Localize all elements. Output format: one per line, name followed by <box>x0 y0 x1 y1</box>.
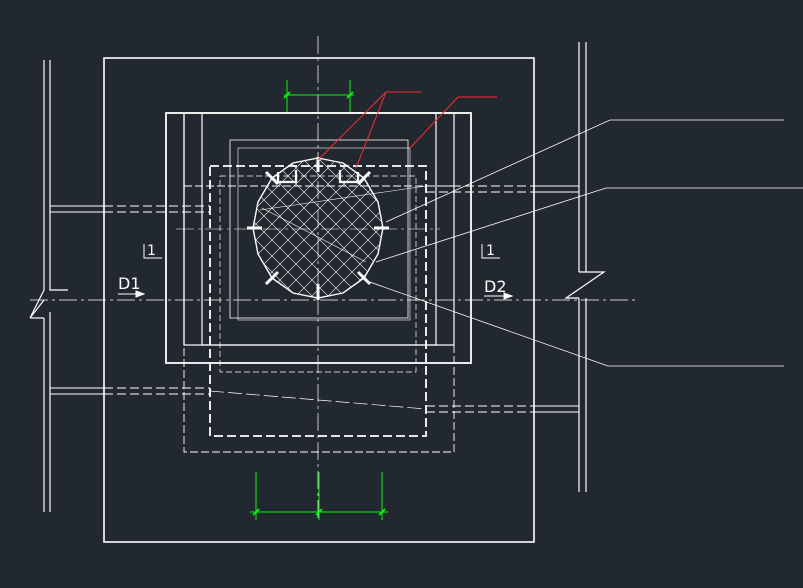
flow-arrow-left <box>118 290 146 298</box>
red-leaders <box>317 91 497 169</box>
pipe-label-d1: D1 <box>118 274 141 293</box>
stirrup-hooks <box>276 170 360 184</box>
pipe-label-d2: D2 <box>484 277 507 296</box>
left-wall <box>29 60 68 512</box>
column-section <box>247 157 389 300</box>
upper-pipe <box>50 185 579 213</box>
section-label-left: 1 <box>147 243 156 259</box>
right-wall <box>564 42 606 492</box>
dimension-top <box>283 80 354 112</box>
section-label-right: 1 <box>486 243 495 259</box>
dimension-bottom <box>250 472 388 520</box>
section-marker-right <box>481 244 500 259</box>
inner-plates <box>165 112 472 364</box>
callout-leaders <box>259 119 803 367</box>
flow-arrow-right <box>484 292 514 300</box>
rebar-marks <box>247 157 389 300</box>
section-marker-left <box>143 244 162 259</box>
outer-base-plate <box>103 57 535 543</box>
lower-pipe <box>50 387 579 413</box>
